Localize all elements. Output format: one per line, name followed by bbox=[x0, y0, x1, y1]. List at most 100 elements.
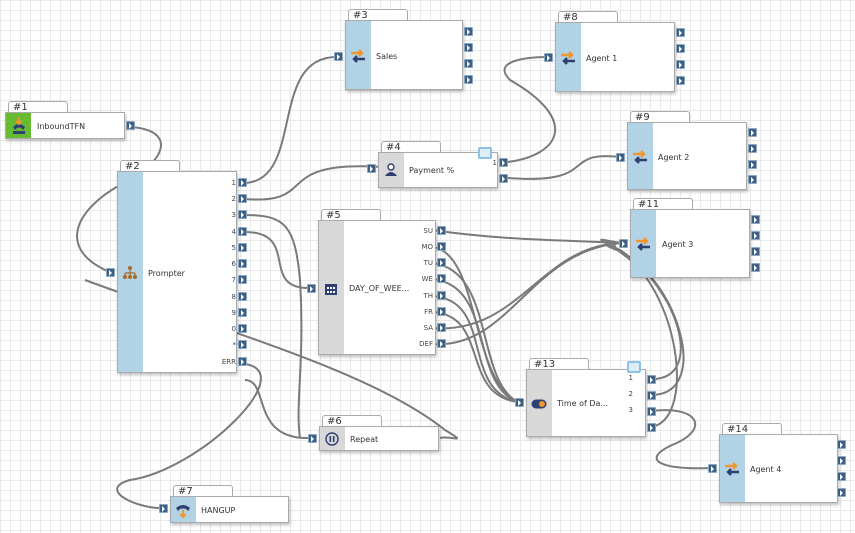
expand-icon[interactable] bbox=[478, 147, 492, 159]
output-port[interactable] bbox=[751, 231, 760, 240]
output-port[interactable] bbox=[238, 275, 247, 284]
node-agent-4[interactable]: #14 Agent 4 bbox=[708, 423, 846, 503]
output-port[interactable] bbox=[238, 259, 247, 268]
node-body[interactable]: HANGUP bbox=[170, 496, 289, 523]
expand-icon[interactable] bbox=[627, 361, 641, 373]
node-body[interactable]: Repeat bbox=[319, 426, 439, 451]
output-port[interactable] bbox=[837, 472, 846, 481]
output-port[interactable] bbox=[437, 274, 446, 283]
output-port[interactable] bbox=[437, 339, 446, 348]
node-title: Agent 4 bbox=[750, 465, 782, 474]
node-agent-3[interactable]: #11 Agent 3 bbox=[619, 198, 760, 278]
node-body[interactable]: Agent 1 bbox=[555, 22, 675, 92]
output-port[interactable] bbox=[499, 158, 508, 167]
node-title: Sales bbox=[376, 52, 398, 61]
output-port[interactable] bbox=[837, 456, 846, 465]
output-port[interactable] bbox=[676, 76, 685, 85]
node-hangup[interactable]: #7 HANGUP bbox=[159, 485, 289, 523]
output-port[interactable] bbox=[748, 160, 757, 169]
node-body[interactable]: DAY_OF_WEE... SU MO TU WE TH FR SA DEF bbox=[318, 220, 436, 355]
node-day-of-week[interactable]: #5 DAY_OF_WEE... SU MO TU WE TH FR SA DE… bbox=[307, 209, 446, 355]
node-payment[interactable]: #4 Payment % 1 bbox=[367, 141, 508, 188]
input-port[interactable] bbox=[544, 53, 553, 62]
output-port[interactable] bbox=[238, 308, 247, 317]
output-port[interactable] bbox=[126, 121, 135, 130]
output-port[interactable] bbox=[751, 247, 760, 256]
node-body[interactable]: Sales bbox=[345, 20, 463, 90]
output-port[interactable] bbox=[437, 307, 446, 316]
input-port[interactable] bbox=[307, 284, 316, 293]
output-port[interactable] bbox=[464, 43, 473, 52]
output-port[interactable] bbox=[464, 75, 473, 84]
node-title: Payment % bbox=[409, 166, 455, 175]
output-port[interactable] bbox=[437, 323, 446, 332]
node-body[interactable]: Agent 2 bbox=[627, 122, 747, 190]
output-port[interactable] bbox=[751, 215, 760, 224]
output-port[interactable] bbox=[238, 340, 247, 349]
output-port[interactable] bbox=[837, 440, 846, 449]
node-body[interactable]: Agent 3 bbox=[630, 209, 750, 278]
node-agent-1[interactable]: #8 Agent 1 bbox=[544, 11, 685, 92]
wire bbox=[431, 262, 519, 403]
node-time-of-day[interactable]: #13 Time of Da... 1 2 3 bbox=[515, 358, 656, 437]
output-port[interactable] bbox=[647, 423, 656, 432]
input-port[interactable] bbox=[619, 239, 628, 248]
output-label: 9 bbox=[231, 309, 236, 317]
output-label: * bbox=[232, 341, 237, 349]
node-body[interactable]: Payment % 1 bbox=[378, 152, 498, 188]
node-body[interactable]: Prompter 1 2 3 4 5 6 7 8 9 0 * ERR bbox=[117, 171, 237, 373]
output-port[interactable] bbox=[238, 210, 247, 219]
node-title: InboundTFN bbox=[37, 122, 86, 131]
output-port[interactable] bbox=[238, 292, 247, 301]
node-body[interactable]: InboundTFN bbox=[5, 112, 125, 139]
output-port[interactable] bbox=[647, 407, 656, 416]
wire bbox=[244, 165, 383, 201]
input-port[interactable] bbox=[159, 504, 168, 513]
output-port[interactable] bbox=[238, 324, 247, 333]
node-prompter[interactable]: #2 Prompter 1 2 3 4 5 6 7 8 9 0 * ERR bbox=[106, 160, 247, 373]
output-port[interactable] bbox=[238, 243, 247, 252]
transfer-icon bbox=[725, 462, 739, 476]
output-port[interactable] bbox=[676, 44, 685, 53]
output-port[interactable] bbox=[437, 291, 446, 300]
node-id-tab: #2 bbox=[120, 160, 180, 172]
output-port[interactable] bbox=[238, 194, 247, 203]
output-port[interactable] bbox=[748, 144, 757, 153]
node-id-tab: #13 bbox=[529, 358, 589, 370]
input-port[interactable] bbox=[106, 268, 115, 277]
output-port[interactable] bbox=[464, 27, 473, 36]
input-port[interactable] bbox=[616, 153, 625, 162]
node-body[interactable]: Time of Da... 1 2 3 bbox=[526, 369, 646, 437]
input-port[interactable] bbox=[308, 434, 317, 443]
node-inboundtfn[interactable]: #1 InboundTFN bbox=[5, 101, 135, 139]
node-id-tab: #5 bbox=[321, 209, 381, 221]
output-port[interactable] bbox=[837, 488, 846, 497]
output-port[interactable] bbox=[238, 357, 247, 366]
output-port[interactable] bbox=[238, 178, 247, 187]
input-port[interactable] bbox=[708, 464, 717, 473]
output-port[interactable] bbox=[647, 375, 656, 384]
output-port[interactable] bbox=[676, 28, 685, 37]
output-port[interactable] bbox=[748, 175, 757, 184]
output-label: 6 bbox=[231, 260, 236, 268]
output-port[interactable] bbox=[238, 227, 247, 236]
node-agent-2[interactable]: #9 Agent 2 bbox=[616, 111, 757, 190]
input-port[interactable] bbox=[367, 164, 376, 173]
output-port[interactable] bbox=[499, 174, 508, 183]
output-port[interactable] bbox=[748, 128, 757, 137]
output-port[interactable] bbox=[464, 59, 473, 68]
output-port[interactable] bbox=[437, 226, 446, 235]
output-port[interactable] bbox=[751, 263, 760, 272]
output-port[interactable] bbox=[437, 258, 446, 267]
node-repeat[interactable]: #6 Repeat bbox=[308, 415, 439, 451]
wire bbox=[431, 242, 623, 330]
output-port[interactable] bbox=[647, 391, 656, 400]
output-port[interactable] bbox=[437, 242, 446, 251]
input-port[interactable] bbox=[515, 398, 524, 407]
output-port[interactable] bbox=[676, 60, 685, 69]
node-sales[interactable]: #3 Sales bbox=[334, 9, 473, 90]
output-label: WE bbox=[421, 275, 433, 283]
node-body[interactable]: Agent 4 bbox=[719, 434, 838, 503]
input-port[interactable] bbox=[334, 52, 343, 61]
